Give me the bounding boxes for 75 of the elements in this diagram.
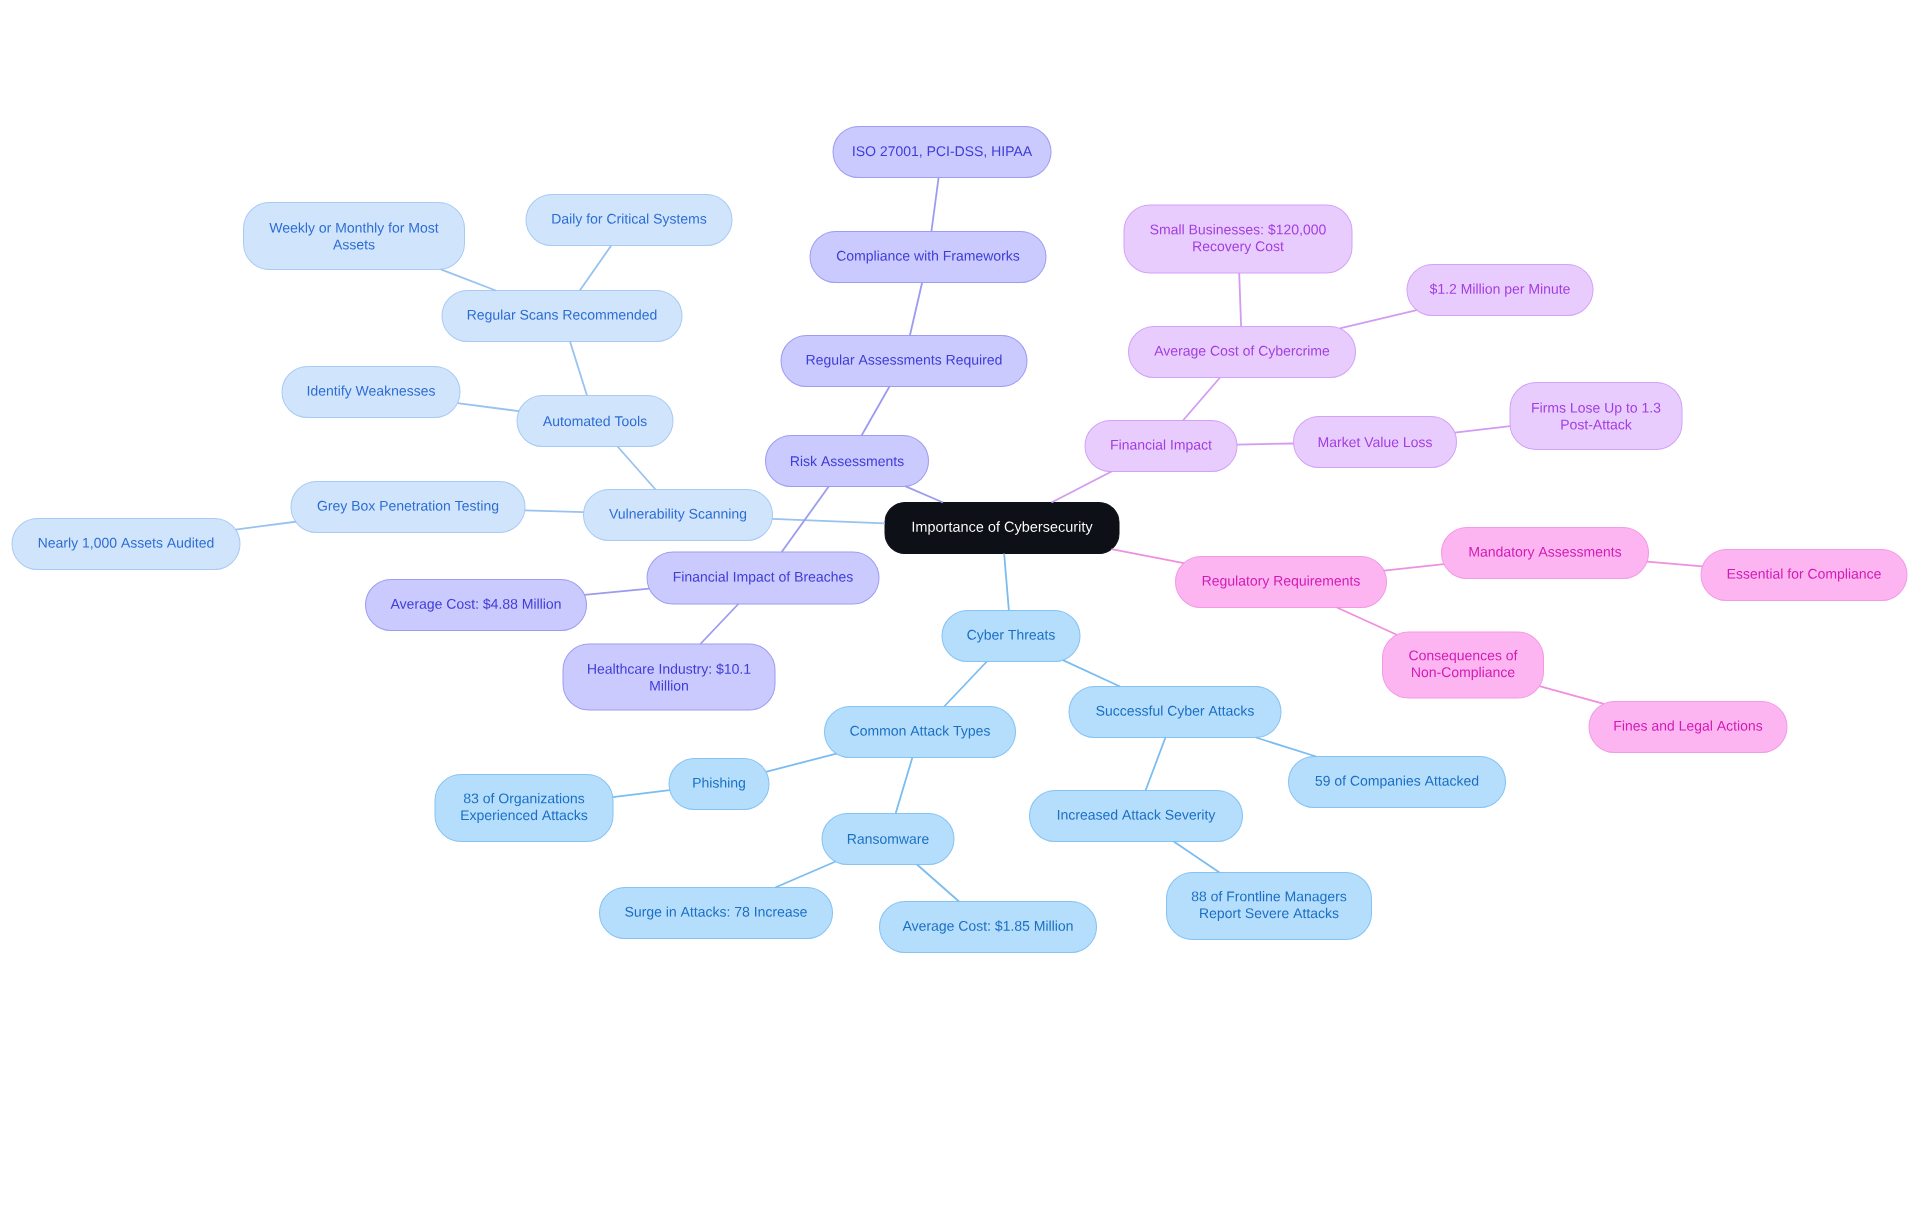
connector-line — [578, 244, 613, 292]
topic-box: Regulatory Requirements — [1175, 556, 1387, 608]
topic-box: Successful Cyber Attacks — [1068, 686, 1282, 738]
connector-line — [1182, 376, 1221, 422]
topic-box: Phishing — [668, 758, 770, 810]
connector-line — [1236, 442, 1295, 446]
connector-line — [904, 485, 944, 504]
connector-line — [774, 860, 837, 889]
connector-line — [943, 660, 988, 708]
connector-line — [1338, 309, 1418, 330]
connector-line — [1110, 548, 1185, 565]
topic-box: Essential for Compliance — [1700, 549, 1908, 601]
topic-box: ISO 27001, PCI-DSS, HIPAA — [832, 126, 1052, 178]
connector-line — [916, 863, 960, 903]
topic-box: Consequences of Non-Compliance — [1382, 631, 1544, 699]
topic-box: Grey Box Penetration Testing — [290, 481, 526, 533]
topic-box: Market Value Loss — [1293, 416, 1457, 468]
connector-line — [780, 485, 830, 553]
topic-box: Healthcare Industry: $10.1 Million — [562, 643, 776, 711]
topic-box: Financial Impact of Breaches — [646, 551, 880, 605]
connector-line — [894, 756, 914, 815]
connector-line — [930, 176, 940, 233]
connector-line — [909, 281, 924, 337]
connector-line — [1382, 563, 1445, 572]
connector-line — [699, 603, 740, 645]
connector-line — [860, 385, 891, 437]
topic-box: Increased Attack Severity — [1029, 790, 1243, 842]
topic-box: 88 of Frontline Managers Report Severe Attacks — [1166, 872, 1372, 940]
topic-box: Average Cost: $1.85 Million — [879, 901, 1097, 953]
topic-box: Vulnerability Scanning — [583, 489, 773, 541]
topic-box: Automated Tools — [516, 395, 674, 447]
connector-line — [1538, 685, 1605, 705]
topic-box: Financial Impact — [1084, 420, 1238, 472]
connector-line — [456, 402, 520, 413]
topic-box: Regular Scans Recommended — [441, 290, 683, 342]
connector-line — [1453, 425, 1512, 434]
connector-line — [1238, 272, 1242, 328]
topic-box: Compliance with Frameworks — [809, 231, 1047, 283]
topic-box: Mandatory Assessments — [1441, 527, 1649, 579]
connector-line — [583, 587, 651, 596]
connector-line — [765, 752, 838, 773]
topic-box: Fines and Legal Actions — [1588, 701, 1788, 753]
topic-box: Daily for Critical Systems — [525, 194, 733, 246]
topic-box: Weekly or Monthly for Most Assets — [243, 202, 465, 270]
topic-box: Firms Lose Up to 1.3 Post-Attack — [1509, 382, 1683, 450]
topic-box: Average Cost: $4.88 Million — [365, 579, 587, 631]
topic-box: 59 of Companies Attacked — [1288, 756, 1506, 808]
connector-line — [1003, 552, 1010, 612]
topic-box: Risk Assessments — [765, 435, 929, 487]
topic-box: Common Attack Types — [824, 706, 1016, 758]
central-topic-box: Importance of Cybersecurity — [884, 502, 1120, 554]
topic-box: Identify Weaknesses — [281, 366, 461, 418]
topic-box: Surge in Attacks: 78 Increase — [599, 887, 833, 939]
connector-line — [1336, 606, 1398, 636]
connector-line — [771, 517, 886, 525]
topic-box: Nearly 1,000 Assets Audited — [11, 518, 241, 570]
connector-line — [1646, 560, 1704, 568]
topic-box: $1.2 Million per Minute — [1406, 264, 1594, 316]
topic-box: Cyber Threats — [941, 610, 1081, 662]
connector-line — [611, 789, 671, 798]
topic-box: Small Businesses: $120,000 Recovery Cost — [1123, 204, 1353, 274]
connector-line — [234, 520, 297, 531]
connector-line — [1062, 659, 1121, 688]
connector-line — [1144, 736, 1167, 792]
topic-box: Average Cost of Cybercrime — [1128, 326, 1356, 378]
topic-box: 83 of Organizations Experienced Attacks — [434, 774, 614, 842]
connector-line — [523, 509, 585, 514]
connector-line — [439, 268, 497, 292]
connector-line — [1050, 470, 1113, 504]
connector-line — [1254, 736, 1318, 758]
topic-box: Ransomware — [821, 813, 955, 865]
connector-line — [569, 340, 588, 397]
topic-box: Regular Assessments Required — [780, 335, 1028, 387]
connector-line — [616, 445, 657, 491]
connector-line — [1172, 840, 1221, 874]
